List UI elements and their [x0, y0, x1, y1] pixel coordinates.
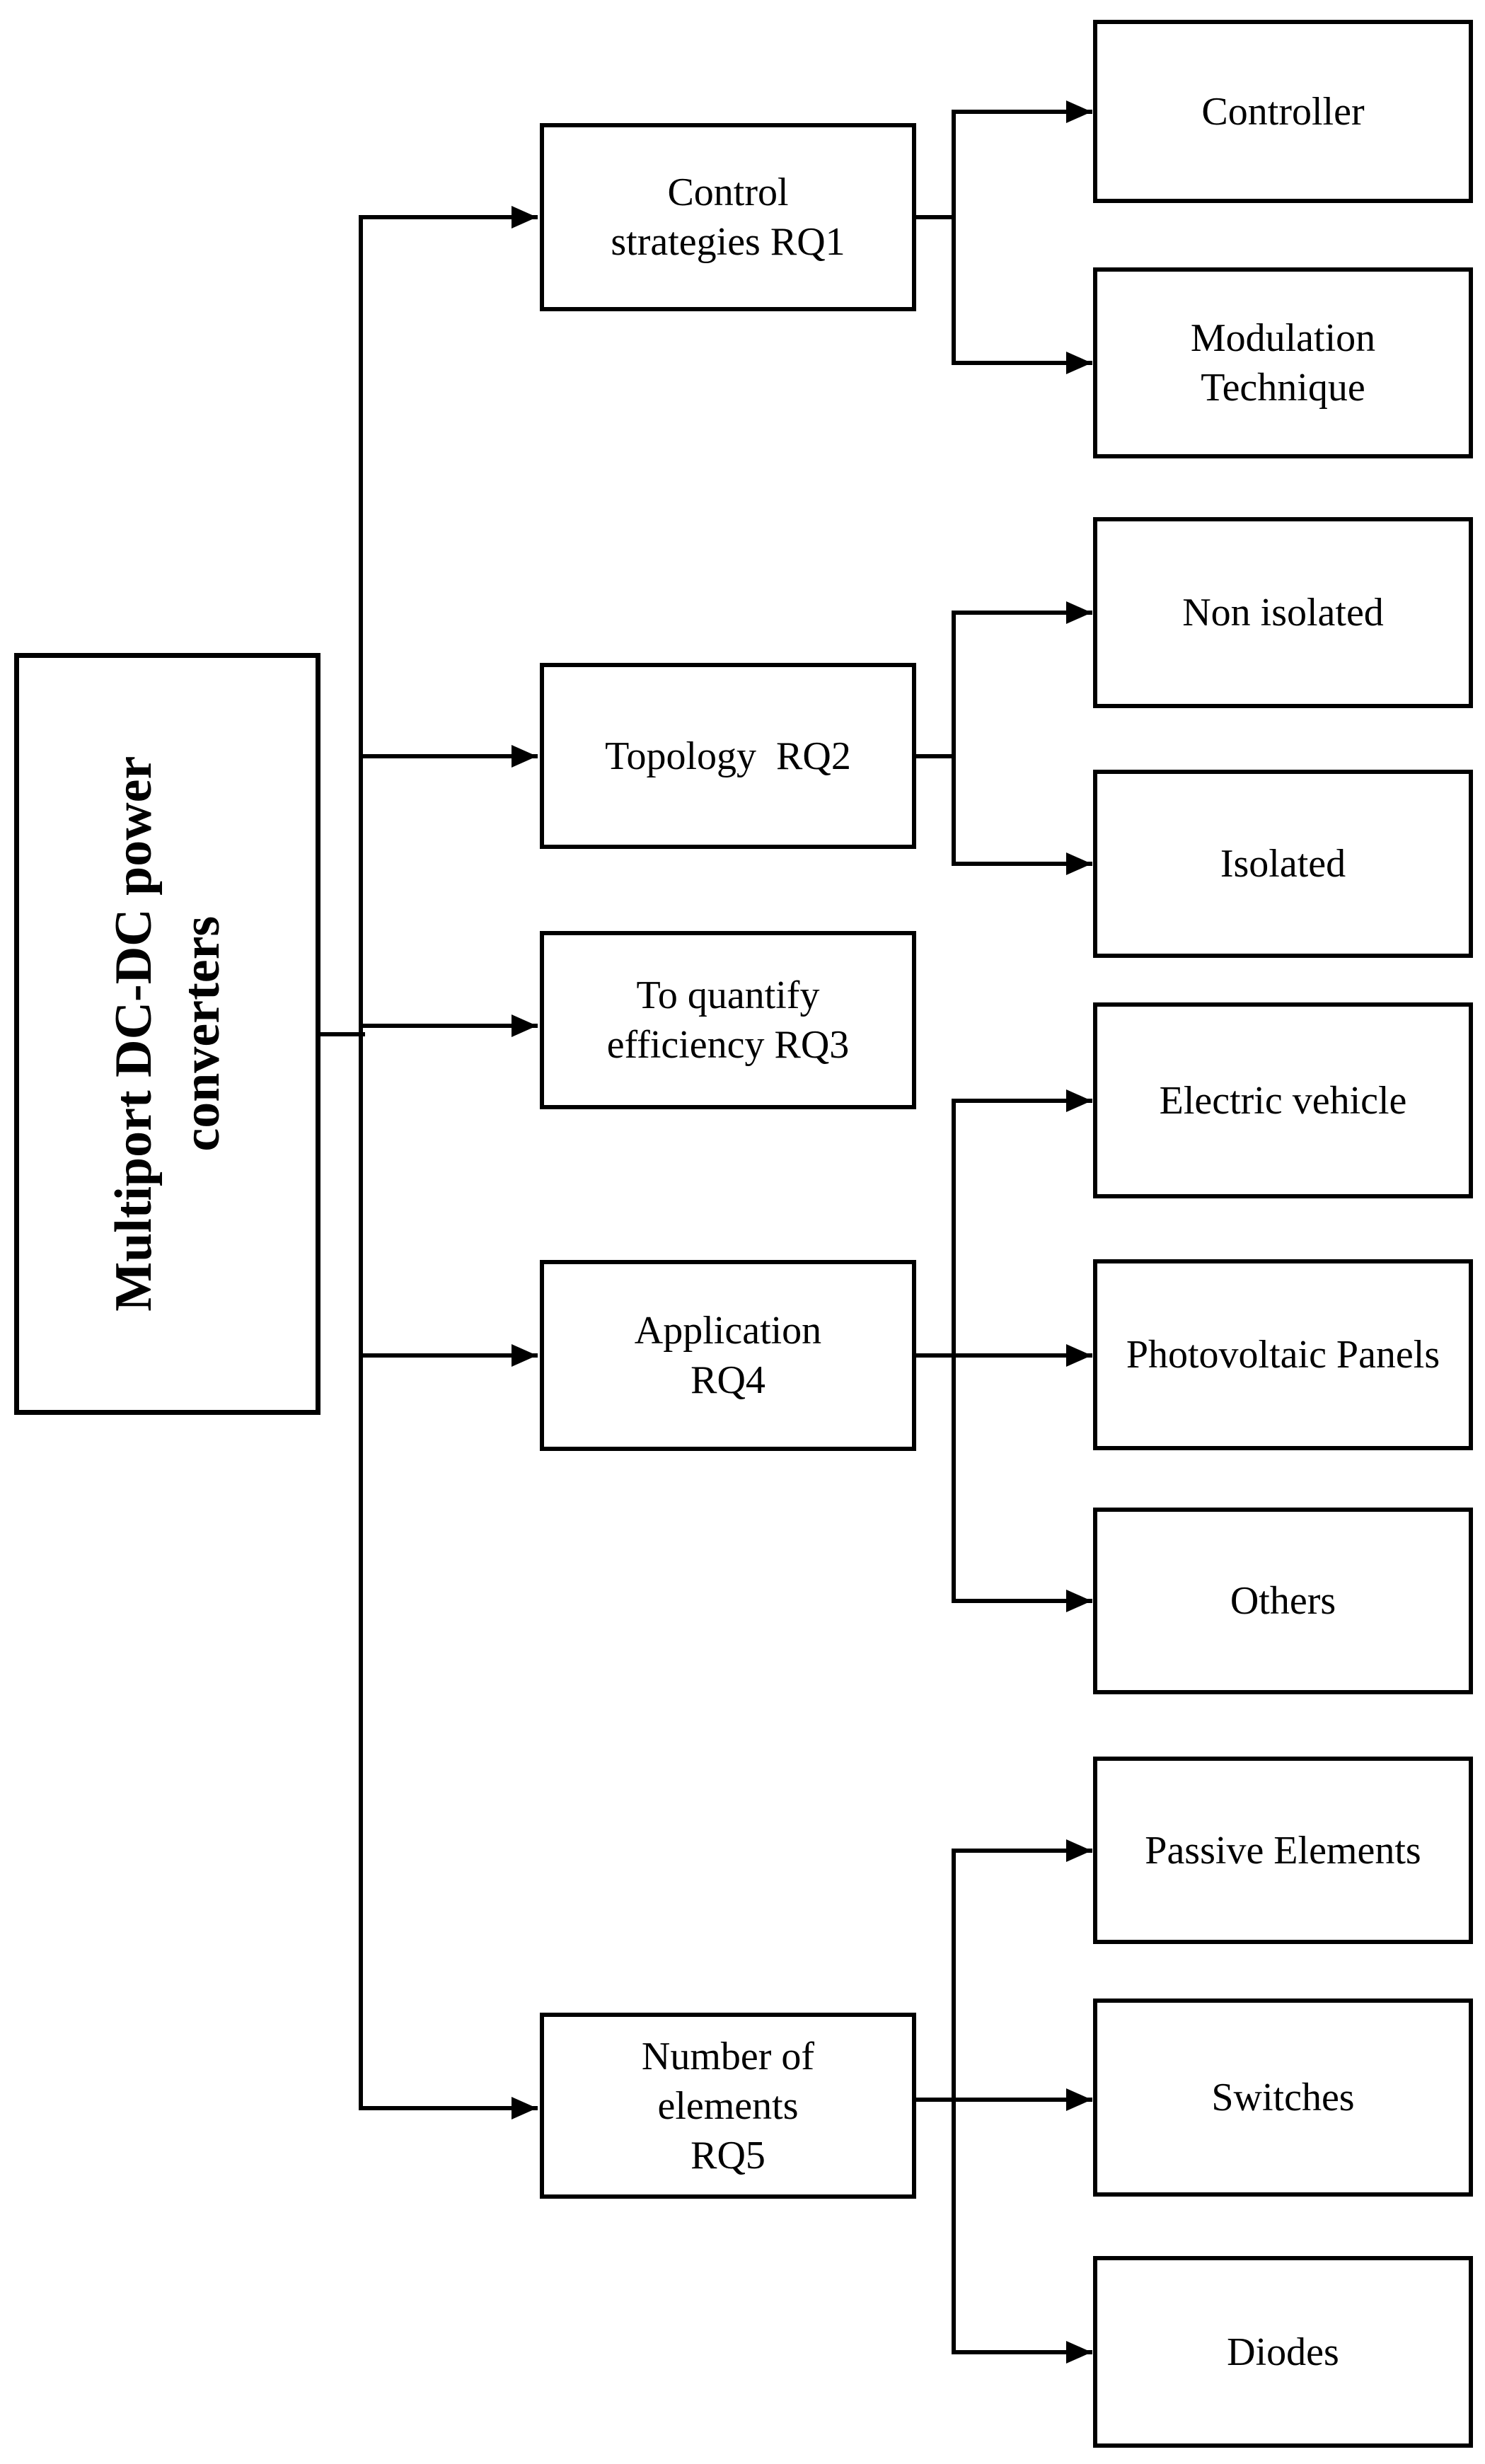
node-passive-elements-label: Passive Elements	[1145, 1828, 1421, 1873]
node-non-isolated: Non isolated	[1093, 517, 1473, 708]
node-rq2-topology: Topology RQ2	[540, 663, 916, 849]
node-rq2-label: Topology RQ2	[605, 734, 851, 778]
node-diodes-label: Diodes	[1227, 2330, 1339, 2374]
node-modulation-technique: Modulation Technique	[1093, 267, 1473, 458]
node-rq3-label: To quantify efficiency RQ3	[606, 973, 850, 1067]
node-rq4-label: Application RQ4	[634, 1309, 822, 1402]
node-diodes: Diodes	[1093, 2256, 1473, 2448]
node-controller-label: Controller	[1201, 89, 1365, 134]
node-photovoltaic-panels-label: Photovoltaic Panels	[1126, 1333, 1440, 1377]
node-root-label: Multiport DC-DC power converters	[104, 756, 231, 1312]
node-modulation-technique-label: Modulation Technique	[1190, 316, 1376, 410]
trunk-line	[359, 206, 538, 2110]
node-others-label: Others	[1230, 1579, 1336, 1623]
node-controller: Controller	[1093, 20, 1473, 203]
node-switches: Switches	[1093, 1999, 1473, 2197]
node-electric-vehicle: Electric vehicle	[1093, 1002, 1473, 1198]
node-non-isolated-label: Non isolated	[1182, 591, 1384, 635]
node-rq4-application: Application RQ4	[540, 1260, 916, 1451]
node-rq5-number-of-elements: Number of elements RQ5	[540, 2013, 916, 2199]
node-switches-label: Switches	[1211, 2076, 1355, 2119]
node-rq1-control-strategies: Control strategies RQ1	[540, 123, 916, 311]
node-isolated: Isolated	[1093, 770, 1473, 958]
node-rq3-quantify-efficiency: To quantify efficiency RQ3	[540, 931, 916, 1109]
node-root: Multiport DC-DC power converters	[14, 653, 320, 1415]
node-passive-elements: Passive Elements	[1093, 1757, 1473, 1944]
node-rq1-label: Control strategies RQ1	[611, 170, 845, 264]
node-photovoltaic-panels: Photovoltaic Panels	[1093, 1259, 1473, 1450]
node-isolated-label: Isolated	[1220, 842, 1346, 886]
node-electric-vehicle-label: Electric vehicle	[1159, 1078, 1407, 1123]
node-rq5-label: Number of elements RQ5	[641, 2034, 815, 2177]
node-others: Others	[1093, 1508, 1473, 1694]
